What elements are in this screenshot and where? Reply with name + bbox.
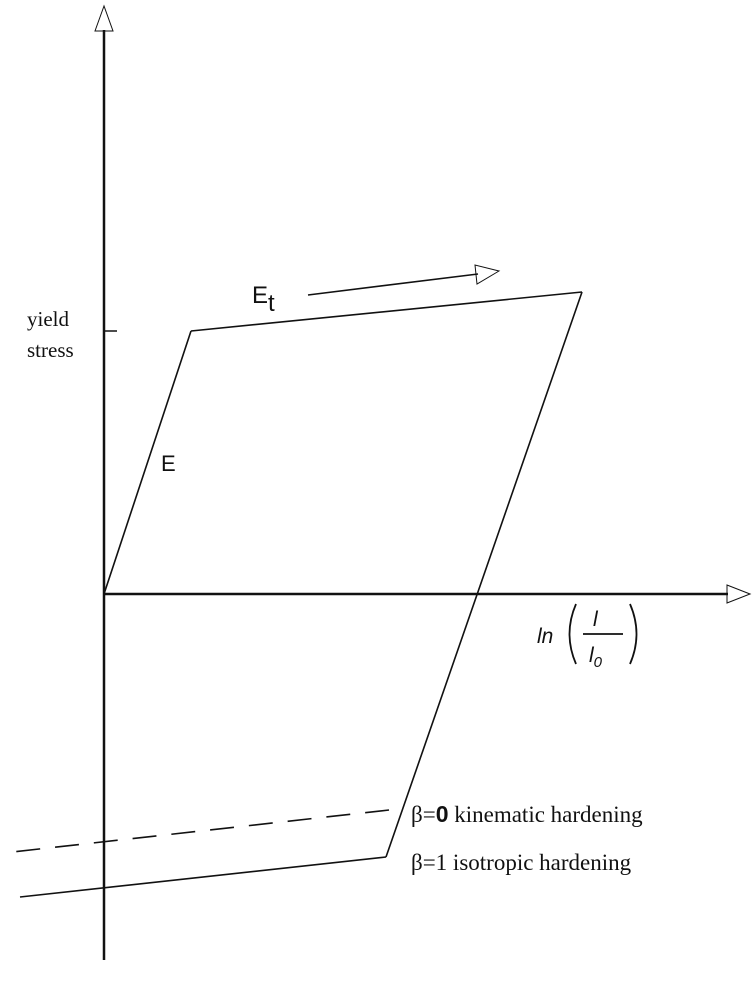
yield-label-line1: yield	[27, 307, 69, 331]
kinematic-hardening-label: β=0 kinematic hardening	[411, 801, 643, 827]
x-axis-ln: ln	[537, 625, 553, 648]
isotropic-hardening-label: β=1 isotropic hardening	[411, 850, 632, 875]
beta0-value: 0	[436, 801, 449, 827]
tangent-direction-arrow	[307, 273, 479, 296]
x-axis-left-paren	[568, 603, 577, 665]
yield-label-line2: stress	[27, 338, 74, 362]
x-axis-arrowhead	[726, 584, 752, 604]
y-axis-arrowhead	[94, 4, 114, 32]
tangent-modulus-subscript: t	[268, 290, 275, 317]
isotropic-hardening-line	[19, 856, 387, 898]
elastic-modulus-label: E	[161, 451, 176, 476]
x-axis-denominator-subscript: 0	[594, 654, 603, 671]
x-axis-denominator: l0	[589, 644, 603, 671]
elastic-unloading-line	[385, 291, 583, 858]
hardening-line	[190, 291, 583, 332]
elastic-loading-line	[103, 330, 192, 595]
tangent-modulus-label: Et	[252, 282, 275, 317]
x-axis-right-paren	[629, 603, 638, 665]
kinematic-hardening-dashed-line	[11, 809, 390, 853]
x-axis-numerator: l	[593, 608, 599, 631]
tangent-arrowhead	[474, 264, 501, 285]
